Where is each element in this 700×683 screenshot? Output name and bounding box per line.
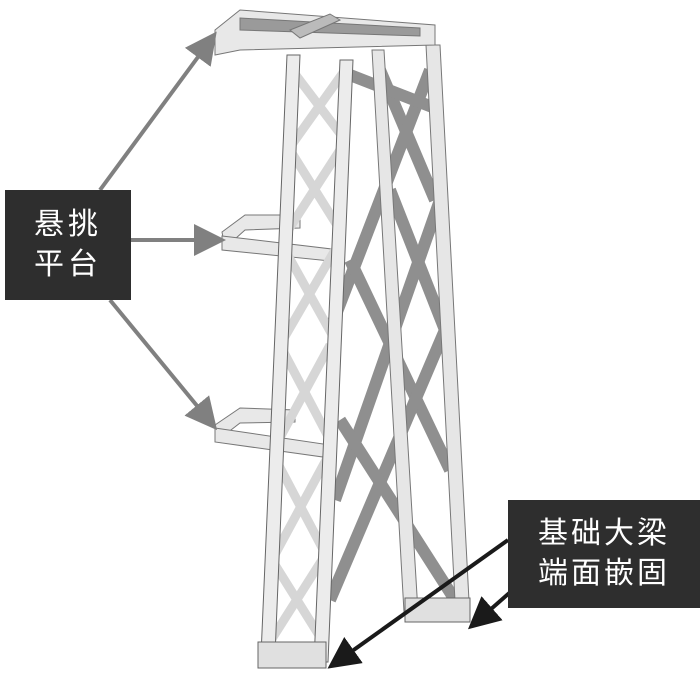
label-line: 平台 [34,247,102,282]
label-line: 基础大梁 [538,515,670,551]
foundation-beam-label: 基础大梁 端面嵌固 [508,500,700,608]
top-platform [214,9,436,56]
front-bracing [264,67,349,648]
front-legs [260,54,354,663]
cantilever-platform-label: 悬挑 平台 [5,190,131,300]
label-line: 端面嵌固 [538,556,670,591]
arrow-front-base [327,538,510,669]
arrow-top-platform [98,31,217,192]
base-plates [257,597,471,669]
arrow-low-platform [108,298,218,431]
label-line: 悬挑 [34,206,102,242]
cantilever-arrows [98,31,226,431]
